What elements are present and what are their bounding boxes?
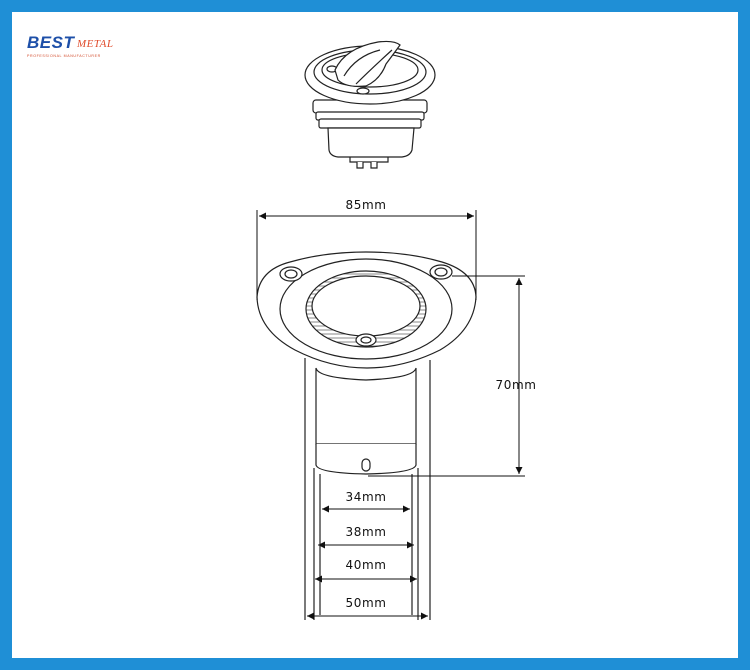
cap-body — [312, 99, 428, 169]
dim-38mm-label: 38mm — [345, 525, 386, 539]
logo-word-metal: METAL — [77, 38, 114, 50]
best-metal-logo: BEST METAL PROFESSIONAL MANUFACTURER — [27, 33, 119, 63]
dim-34mm-label: 34mm — [345, 490, 386, 504]
cap-drawing — [304, 40, 436, 169]
dim-50mm-label: 50mm — [345, 596, 386, 610]
logo-word-best: BEST — [27, 33, 75, 52]
cap-top — [304, 40, 436, 105]
dim-85mm-label: 85mm — [345, 198, 386, 212]
dimension-labels: 85mm 70mm 34mm 38mm 40mm 50mm — [345, 198, 536, 610]
dim-40mm-label: 40mm — [345, 558, 386, 572]
dim-70mm-label: 70mm — [495, 378, 536, 392]
flange — [256, 251, 477, 369]
tube-body — [304, 358, 431, 620]
dimension-lines — [256, 210, 525, 620]
logo-tagline: PROFESSIONAL MANUFACTURER — [27, 54, 101, 58]
